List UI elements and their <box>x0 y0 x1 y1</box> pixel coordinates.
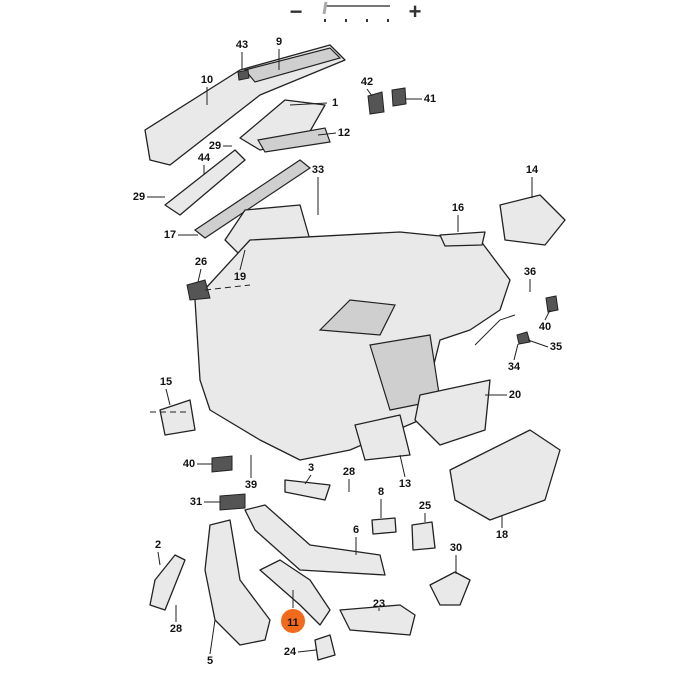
callout-13[interactable]: 13 <box>399 478 411 490</box>
callout-28[interactable]: 28 <box>170 623 182 635</box>
callout-40[interactable]: 40 <box>539 321 551 333</box>
callout-24[interactable]: 24 <box>284 646 297 658</box>
part-dashboard <box>194 231 511 461</box>
callout-28[interactable]: 28 <box>343 466 355 478</box>
part-duct-6 <box>244 504 386 576</box>
callout-12[interactable]: 12 <box>338 127 350 139</box>
callout-36[interactable]: 36 <box>524 266 536 278</box>
callout-11[interactable]: 11 <box>287 617 299 629</box>
callout-14[interactable]: 14 <box>526 164 539 176</box>
part-8 <box>371 517 397 535</box>
part-duct-11 <box>259 559 331 626</box>
callout-5[interactable]: 5 <box>207 655 213 667</box>
callout-2[interactable]: 2 <box>155 539 161 551</box>
callout-9[interactable]: 9 <box>276 36 282 48</box>
part-console-18 <box>449 429 561 521</box>
callout-3[interactable]: 3 <box>308 462 314 474</box>
callout-26[interactable]: 26 <box>195 256 207 268</box>
part-vent-14 <box>499 194 566 246</box>
callout-19[interactable]: 19 <box>234 271 246 283</box>
zoom-out-button[interactable]: − <box>290 0 303 24</box>
zoom-ticks <box>324 19 389 22</box>
callout-35[interactable]: 35 <box>550 341 562 353</box>
part-seal <box>164 149 246 216</box>
callout-20[interactable]: 20 <box>509 389 521 401</box>
callout-43[interactable]: 43 <box>236 39 248 51</box>
callout-23[interactable]: 23 <box>373 598 385 610</box>
callout-1[interactable]: 1 <box>332 97 338 109</box>
part-vent-24 <box>314 634 336 661</box>
zoom-slider-handle[interactable] <box>322 1 328 15</box>
zoom-control[interactable]: − + <box>290 0 422 24</box>
part-bezel-20 <box>414 379 491 446</box>
callout-39[interactable]: 39 <box>245 479 257 491</box>
callout-18[interactable]: 18 <box>496 529 508 541</box>
part-duct-2 <box>149 554 186 611</box>
callout-17[interactable]: 17 <box>164 229 176 241</box>
callout-30[interactable]: 30 <box>450 542 462 554</box>
callout-34[interactable]: 34 <box>508 361 521 373</box>
callout-8[interactable]: 8 <box>378 486 384 498</box>
part-duct-23 <box>339 604 416 636</box>
callout-31[interactable]: 31 <box>190 496 202 508</box>
callout-44[interactable]: 44 <box>198 152 211 164</box>
callout-33[interactable]: 33 <box>312 164 324 176</box>
callout-42[interactable]: 42 <box>361 76 373 88</box>
leader-lines <box>147 49 551 655</box>
part-duct-5 <box>204 519 271 646</box>
callout-29[interactable]: 29 <box>133 191 145 203</box>
callout-6[interactable]: 6 <box>353 524 359 536</box>
part-vent-15 <box>159 399 196 436</box>
part-vent-25 <box>411 521 436 551</box>
part-vent-13 <box>354 414 411 461</box>
callout-16[interactable]: 16 <box>452 202 464 214</box>
callout-10[interactable]: 10 <box>201 74 213 86</box>
callout-40[interactable]: 40 <box>183 458 195 470</box>
part-3 <box>284 479 331 501</box>
zoom-in-button[interactable]: + <box>409 0 422 24</box>
callout-41[interactable]: 41 <box>424 93 436 105</box>
part-strip <box>193 159 312 239</box>
parts <box>144 44 566 661</box>
callout-29[interactable]: 29 <box>209 140 221 152</box>
highlight-marker[interactable] <box>281 609 305 633</box>
part-windscreen-cowl <box>144 44 346 166</box>
callout-15[interactable]: 15 <box>160 376 172 388</box>
part-vent-30 <box>429 571 471 606</box>
callout-25[interactable]: 25 <box>419 500 431 512</box>
